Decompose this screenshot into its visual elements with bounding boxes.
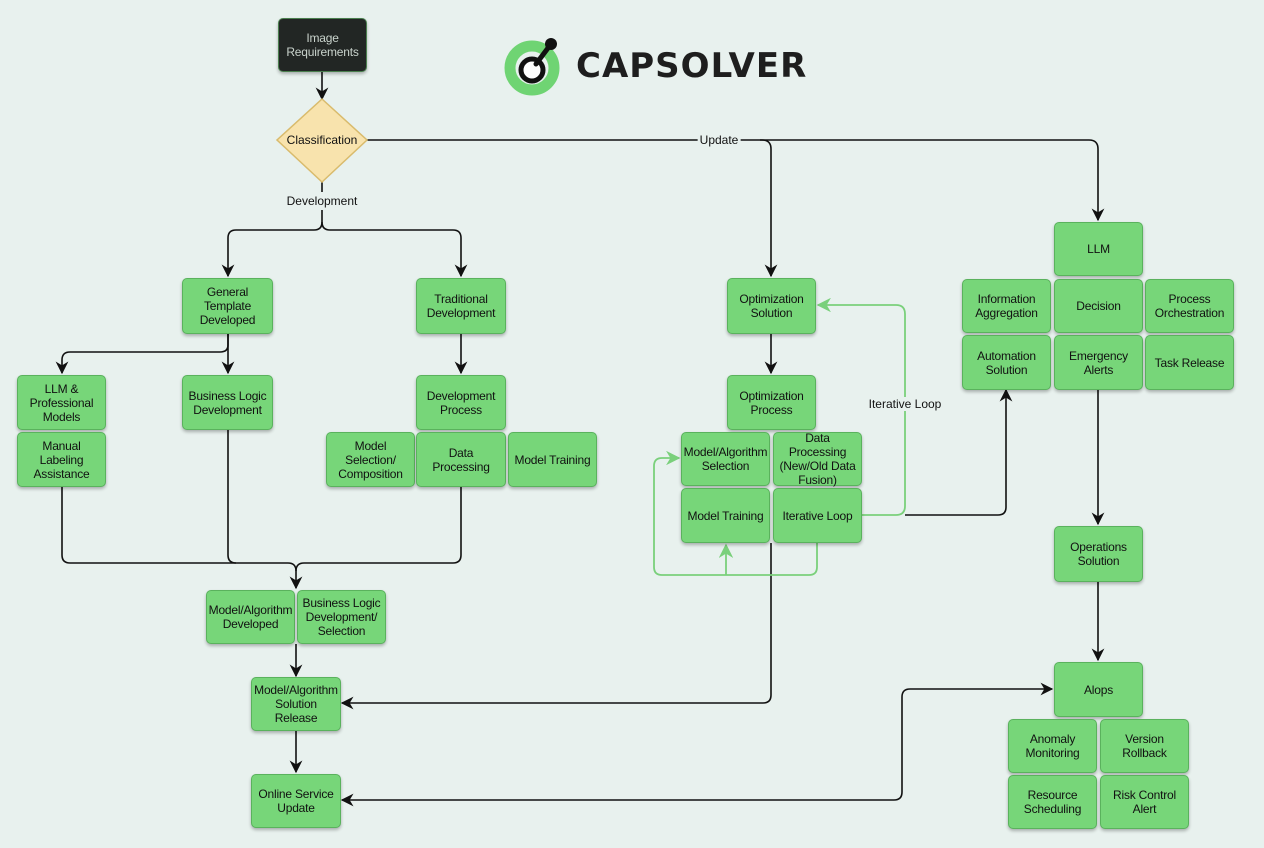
capsolver-logo-icon: [504, 38, 560, 96]
node-llm-professional-models[interactable]: LLM & Professional Models: [17, 375, 106, 430]
node-automation-solution[interactable]: Automation Solution: [962, 335, 1051, 390]
node-resource-scheduling[interactable]: Resource Scheduling: [1008, 775, 1097, 829]
node-model-selection[interactable]: Model Selection/ Composition: [326, 432, 415, 487]
edge-split-to-traditional: [321, 221, 468, 278]
node-traditional-development[interactable]: Traditional Development: [416, 278, 506, 334]
edge-label-iterative-loop: Iterative Loop: [866, 397, 944, 411]
node-information-aggregation[interactable]: Information Aggregation: [962, 279, 1051, 333]
edge-merge-left: [61, 487, 297, 572]
edge-merge-business: [227, 430, 237, 564]
node-business-logic-development[interactable]: Business Logic Development: [182, 375, 273, 430]
node-data-processing[interactable]: Data Processing: [416, 432, 506, 487]
edge-update-line: [367, 139, 771, 276]
node-optimization-process[interactable]: Optimization Process: [727, 375, 816, 430]
edge-loop-to-automation: [905, 388, 1013, 516]
edge-opt-to-release: [340, 543, 772, 710]
node-iterative-loop[interactable]: Iterative Loop: [773, 488, 862, 543]
node-general-template[interactable]: General Template Developed: [182, 278, 273, 334]
node-aiops[interactable]: Alops: [1054, 662, 1143, 717]
node-opt-model-training[interactable]: Model Training: [681, 488, 770, 543]
node-emergency-alerts[interactable]: Emergency Alerts: [1054, 335, 1143, 390]
node-process-orchestration[interactable]: Process Orchestration: [1145, 279, 1234, 333]
edge-label-update: Update: [697, 133, 741, 147]
node-algorithm-selection[interactable]: Model/Algorithm Selection: [681, 432, 770, 486]
edge-aiops-online: [340, 682, 1054, 807]
node-development-process[interactable]: Development Process: [416, 375, 506, 430]
node-anomaly-monitoring[interactable]: Anomaly Monitoring: [1008, 719, 1097, 773]
capsolver-logo: CAPSOLVER: [502, 36, 807, 96]
edge-decision-to-split: [228, 182, 323, 276]
node-operations-solution[interactable]: Operations Solution: [1054, 526, 1143, 582]
node-decision[interactable]: Decision: [1054, 279, 1143, 333]
node-model-developed[interactable]: Model/Algorithm Developed: [206, 590, 295, 644]
edge-label-development: Development: [284, 194, 360, 208]
node-model-training[interactable]: Model Training: [508, 432, 597, 487]
edge-update-to-llm: [760, 139, 1105, 222]
node-solution-release[interactable]: Model/Algorithm Solution Release: [251, 677, 341, 731]
node-manual-labeling[interactable]: Manual Labeling Assistance: [17, 432, 106, 487]
edge-general-to-llm-models: [55, 334, 229, 375]
decision-label: Classification: [286, 133, 358, 147]
node-data-fusion[interactable]: Data Processing (New/Old Data Fusion): [773, 431, 862, 487]
node-business-logic-selection[interactable]: Business Logic Development/ Selection: [297, 590, 386, 644]
node-optimization-solution[interactable]: Optimization Solution: [727, 278, 816, 334]
classification-diamond: [275, 97, 369, 184]
node-task-release[interactable]: Task Release: [1145, 335, 1234, 390]
node-version-rollback[interactable]: Version Rollback: [1100, 719, 1189, 773]
node-llm[interactable]: LLM: [1054, 222, 1143, 276]
brand-name: CAPSOLVER: [576, 46, 808, 86]
node-risk-control-alert[interactable]: Risk Control Alert: [1100, 775, 1189, 829]
edge-loop-back-selection: [653, 450, 818, 576]
node-online-service-update[interactable]: Online Service Update: [251, 774, 341, 828]
node-image-requirements[interactable]: Image Requirements: [278, 18, 367, 72]
edge-merge-right: [289, 487, 462, 590]
